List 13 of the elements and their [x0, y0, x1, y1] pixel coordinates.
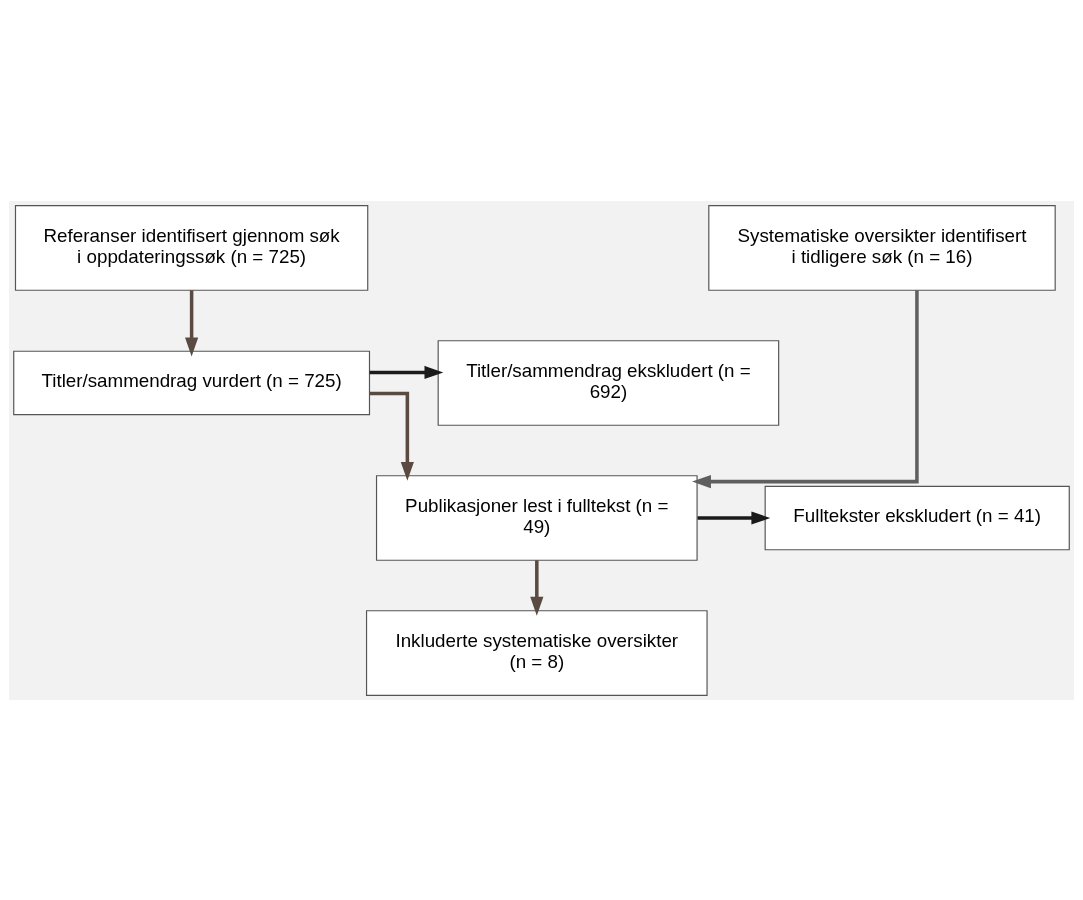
node-box: Fulltekster ekskludert (n = 41) [764, 485, 1070, 550]
arrow [369, 391, 414, 481]
arrow [692, 289, 919, 488]
node-box: Titler/sammendrag vurdert (n = 725) [13, 350, 371, 415]
node-box: Publikasjoner lest i fulltekst (n = 49) [375, 474, 698, 561]
arrow [185, 289, 199, 356]
arrow [369, 365, 444, 379]
node-box: Inkluderte systematiske oversikter (n = 8) [365, 609, 708, 696]
node-box: Referanser identifisert gjennom søk i oppdateringssøk (n = 725) [14, 204, 369, 291]
arrow [697, 510, 771, 525]
node-box: Systematiske oversikter identifisert i tidligere søk (n = 16) [708, 204, 1056, 291]
arrow [530, 559, 544, 616]
node-box: Titler/sammendrag ekskludert (n = 692) [437, 339, 780, 426]
